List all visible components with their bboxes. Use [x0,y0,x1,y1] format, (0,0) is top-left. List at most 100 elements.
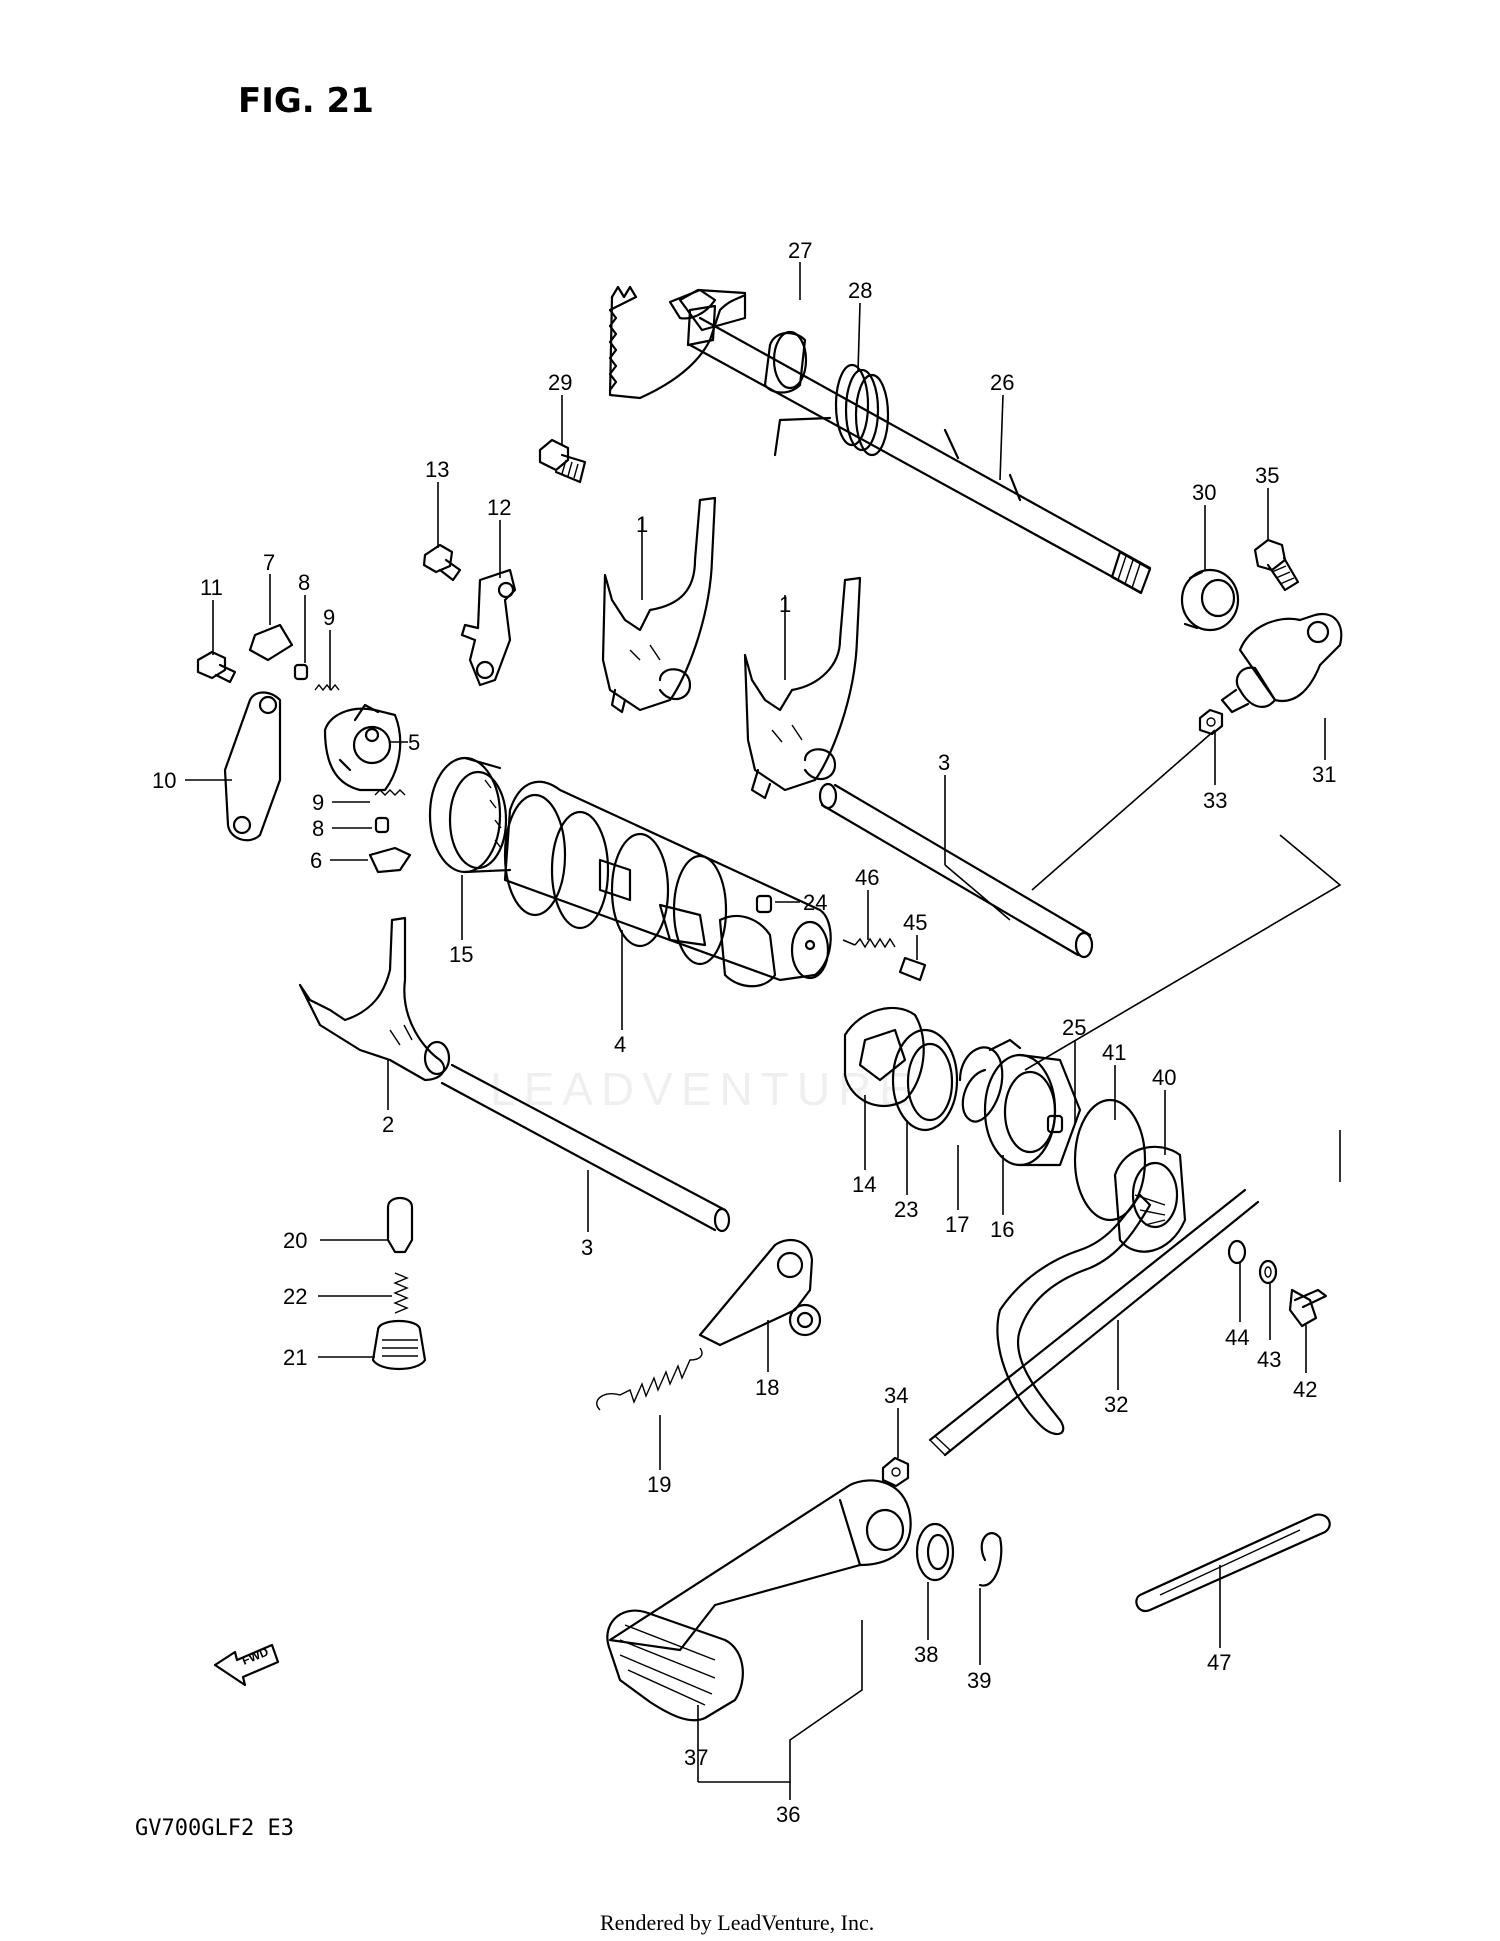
callout-44: 44 [1225,1325,1249,1350]
plug-21 [371,1320,427,1370]
callout-11: 11 [200,575,223,600]
nut-33 [1198,708,1224,736]
spring-9-lower [374,789,406,796]
clip-41 [1073,1098,1147,1222]
shift-fork-1-upper [601,496,717,714]
stopper-lever-18 [698,1238,822,1347]
bearing-15 [428,756,512,874]
pawl-6 [368,846,412,874]
callout-31: 31 [1312,762,1336,787]
callout-40: 40 [1152,1065,1176,1090]
forward-direction-arrow: FWD [213,1643,280,1687]
callout-27: 27 [788,238,812,263]
figure-title: FIG. 21 [238,81,374,121]
pin-45 [898,956,927,982]
callout-21: 21 [283,1345,307,1370]
fork-shaft-3-upper [818,782,1094,959]
callout-18: 18 [755,1375,779,1400]
callout-45: 45 [903,910,927,935]
spring-17 [958,1038,1022,1123]
footer-credit: Rendered by LeadVenture, Inc. [600,1910,874,1935]
callout-26: 26 [990,370,1014,395]
stopper-plate-12 [460,568,517,687]
bolt-35 [1253,538,1300,592]
nut-34 [881,1456,910,1488]
washer-38 [915,1522,955,1582]
callout-1-lower: 1 [779,592,791,617]
callout-23: 23 [894,1197,918,1222]
callout-24: 24 [803,890,827,915]
callout-16: 16 [990,1217,1014,1242]
callout-22: 22 [283,1284,307,1309]
cam-40 [1113,1145,1187,1253]
callout-37: 37 [684,1745,708,1770]
shift-shaft-32 [928,1188,1260,1457]
washer-23 [891,1028,959,1132]
pin-25 [1046,1114,1064,1134]
pin-8-lower [374,816,390,834]
gearshift-cam-drum-4 [503,780,832,988]
callout-8-lower: 8 [312,816,324,841]
callout-13: 13 [425,457,449,482]
screw-11 [196,650,237,684]
pawl-7 [248,623,294,662]
watermark-text: LEADVENTURE [490,1063,918,1115]
callout-14: 14 [852,1172,876,1197]
bearing-16 [983,1053,1082,1167]
pin-8-upper [293,663,309,681]
callout-labels: 27 28 26 29 30 35 13 12 1 1 11 7 8 9 5 1… [152,238,1336,1827]
callout-35: 35 [1255,463,1279,488]
washer-43 [1258,1259,1278,1285]
screw-13 [422,543,462,582]
spring-22 [393,1272,409,1314]
callout-42: 42 [1293,1377,1317,1402]
callout-46: 46 [855,865,879,890]
shift-fork-2 [298,916,451,1082]
callout-33: 33 [1203,788,1227,813]
washer-44 [1227,1239,1247,1265]
callout-19: 19 [647,1472,671,1497]
callout-39: 39 [967,1668,991,1693]
callout-30: 30 [1192,480,1216,505]
callout-5: 5 [408,730,420,755]
circlip-39 [978,1532,1003,1587]
callout-3-lower: 3 [581,1235,593,1260]
callout-12: 12 [487,495,511,520]
callout-6: 6 [310,848,322,873]
spring-9-upper [314,683,340,692]
rod-47 [1135,1513,1331,1613]
bolt-29 [538,438,587,484]
lever-rubber-37 [606,1609,744,1722]
pin-24 [755,894,773,914]
callout-17: 17 [945,1212,969,1237]
bearing-30 [1180,568,1240,632]
callout-29: 29 [548,370,572,395]
callout-47: 47 [1207,1650,1231,1675]
callout-20: 20 [283,1228,307,1253]
callout-2: 2 [382,1112,394,1137]
callout-8-upper: 8 [298,570,310,595]
pawl-holder-5 [323,703,402,792]
callout-1-upper: 1 [636,512,648,537]
shift-fork-1-lower [743,576,862,800]
fwd-label: FWD [240,1644,271,1667]
spring-19 [596,1347,703,1411]
callout-43: 43 [1257,1347,1281,1372]
callout-10: 10 [152,768,176,793]
gearshift-lever-36 [608,1479,912,1652]
callout-15: 15 [449,942,473,967]
model-code: GV700GLF2 E3 [135,1816,294,1841]
callout-41: 41 [1102,1040,1126,1065]
leader-lines [185,262,1342,1800]
callout-4: 4 [614,1032,626,1057]
gearshift-shaft-assembly [608,285,1152,595]
fork-shaft-3-lower [440,1063,731,1233]
callout-3-upper: 3 [938,750,950,775]
bolt-20 [386,1196,414,1254]
callout-7: 7 [263,550,275,575]
callout-9-upper: 9 [323,605,335,630]
callout-28: 28 [848,278,872,303]
callout-9-lower: 9 [312,790,324,815]
shift-arm-31 [1220,612,1343,714]
